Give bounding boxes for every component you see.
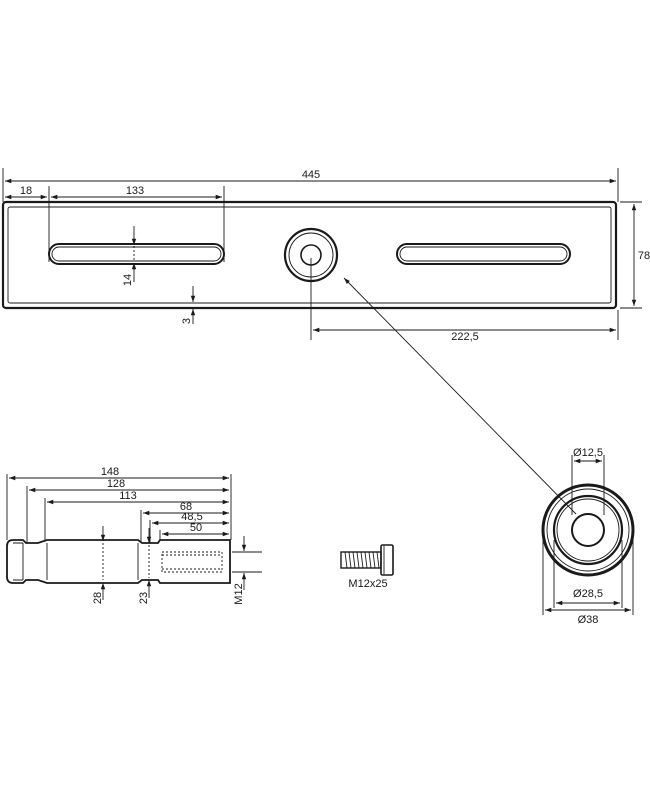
outer-diameter-label: Ø38 <box>578 614 599 626</box>
thread-label: M12 <box>233 583 245 604</box>
left-slot-inner <box>51 246 222 262</box>
height-label: 78 <box>638 250 650 262</box>
pin-inner-outline <box>6 542 139 581</box>
right-slot <box>396 243 571 265</box>
washer-outer-ring <box>546 488 630 572</box>
bolt-label: M12x25 <box>348 578 387 590</box>
pin-length-128-label: 128 <box>107 478 125 490</box>
thread-depth-label: 50 <box>190 522 202 534</box>
plate-view: 445 18 133 14 3 78 222,5 <box>1 168 650 343</box>
pin-length-48-5-label: 48,5 <box>181 511 202 523</box>
bolt-head <box>380 544 394 576</box>
pin-total-length-label: 148 <box>101 466 119 478</box>
overall-length-label: 445 <box>302 169 320 181</box>
right-slot-inner <box>399 246 568 262</box>
slot-length-label: 133 <box>126 185 144 197</box>
neck-diameter-label: 23 <box>138 592 150 604</box>
pin-length-68-label: 68 <box>180 501 192 513</box>
pin-view: 148 128 113 68 48,5 50 28 23 M12 <box>6 466 262 605</box>
plate-inner-outline <box>7 206 612 304</box>
washer-middle-circle <box>552 494 624 566</box>
bolt-view: M12x25 <box>340 544 394 590</box>
bolt-thread <box>344 551 380 569</box>
pin-length-113-label: 113 <box>119 490 137 502</box>
plate-outline <box>1 200 618 310</box>
inner-diameter-label: Ø12,5 <box>573 447 603 459</box>
main-diameter-label: 28 <box>92 592 104 604</box>
washer-detail: Ø12,5 Ø28,5 Ø38 <box>541 447 635 626</box>
slot-offset-label: 18 <box>20 185 32 197</box>
edge-radius-label: 3 <box>181 318 193 324</box>
washer-middle-ring <box>556 498 620 562</box>
middle-diameter-label: Ø28,5 <box>573 588 603 600</box>
thread-bore <box>161 551 223 573</box>
detail-leader-line <box>343 277 577 515</box>
washer-inner-circle <box>571 513 605 547</box>
center-distance-label: 222,5 <box>451 331 479 343</box>
washer-outer-circle <box>541 483 635 577</box>
slot-width-label: 14 <box>122 274 134 286</box>
pin-outline <box>6 539 231 584</box>
